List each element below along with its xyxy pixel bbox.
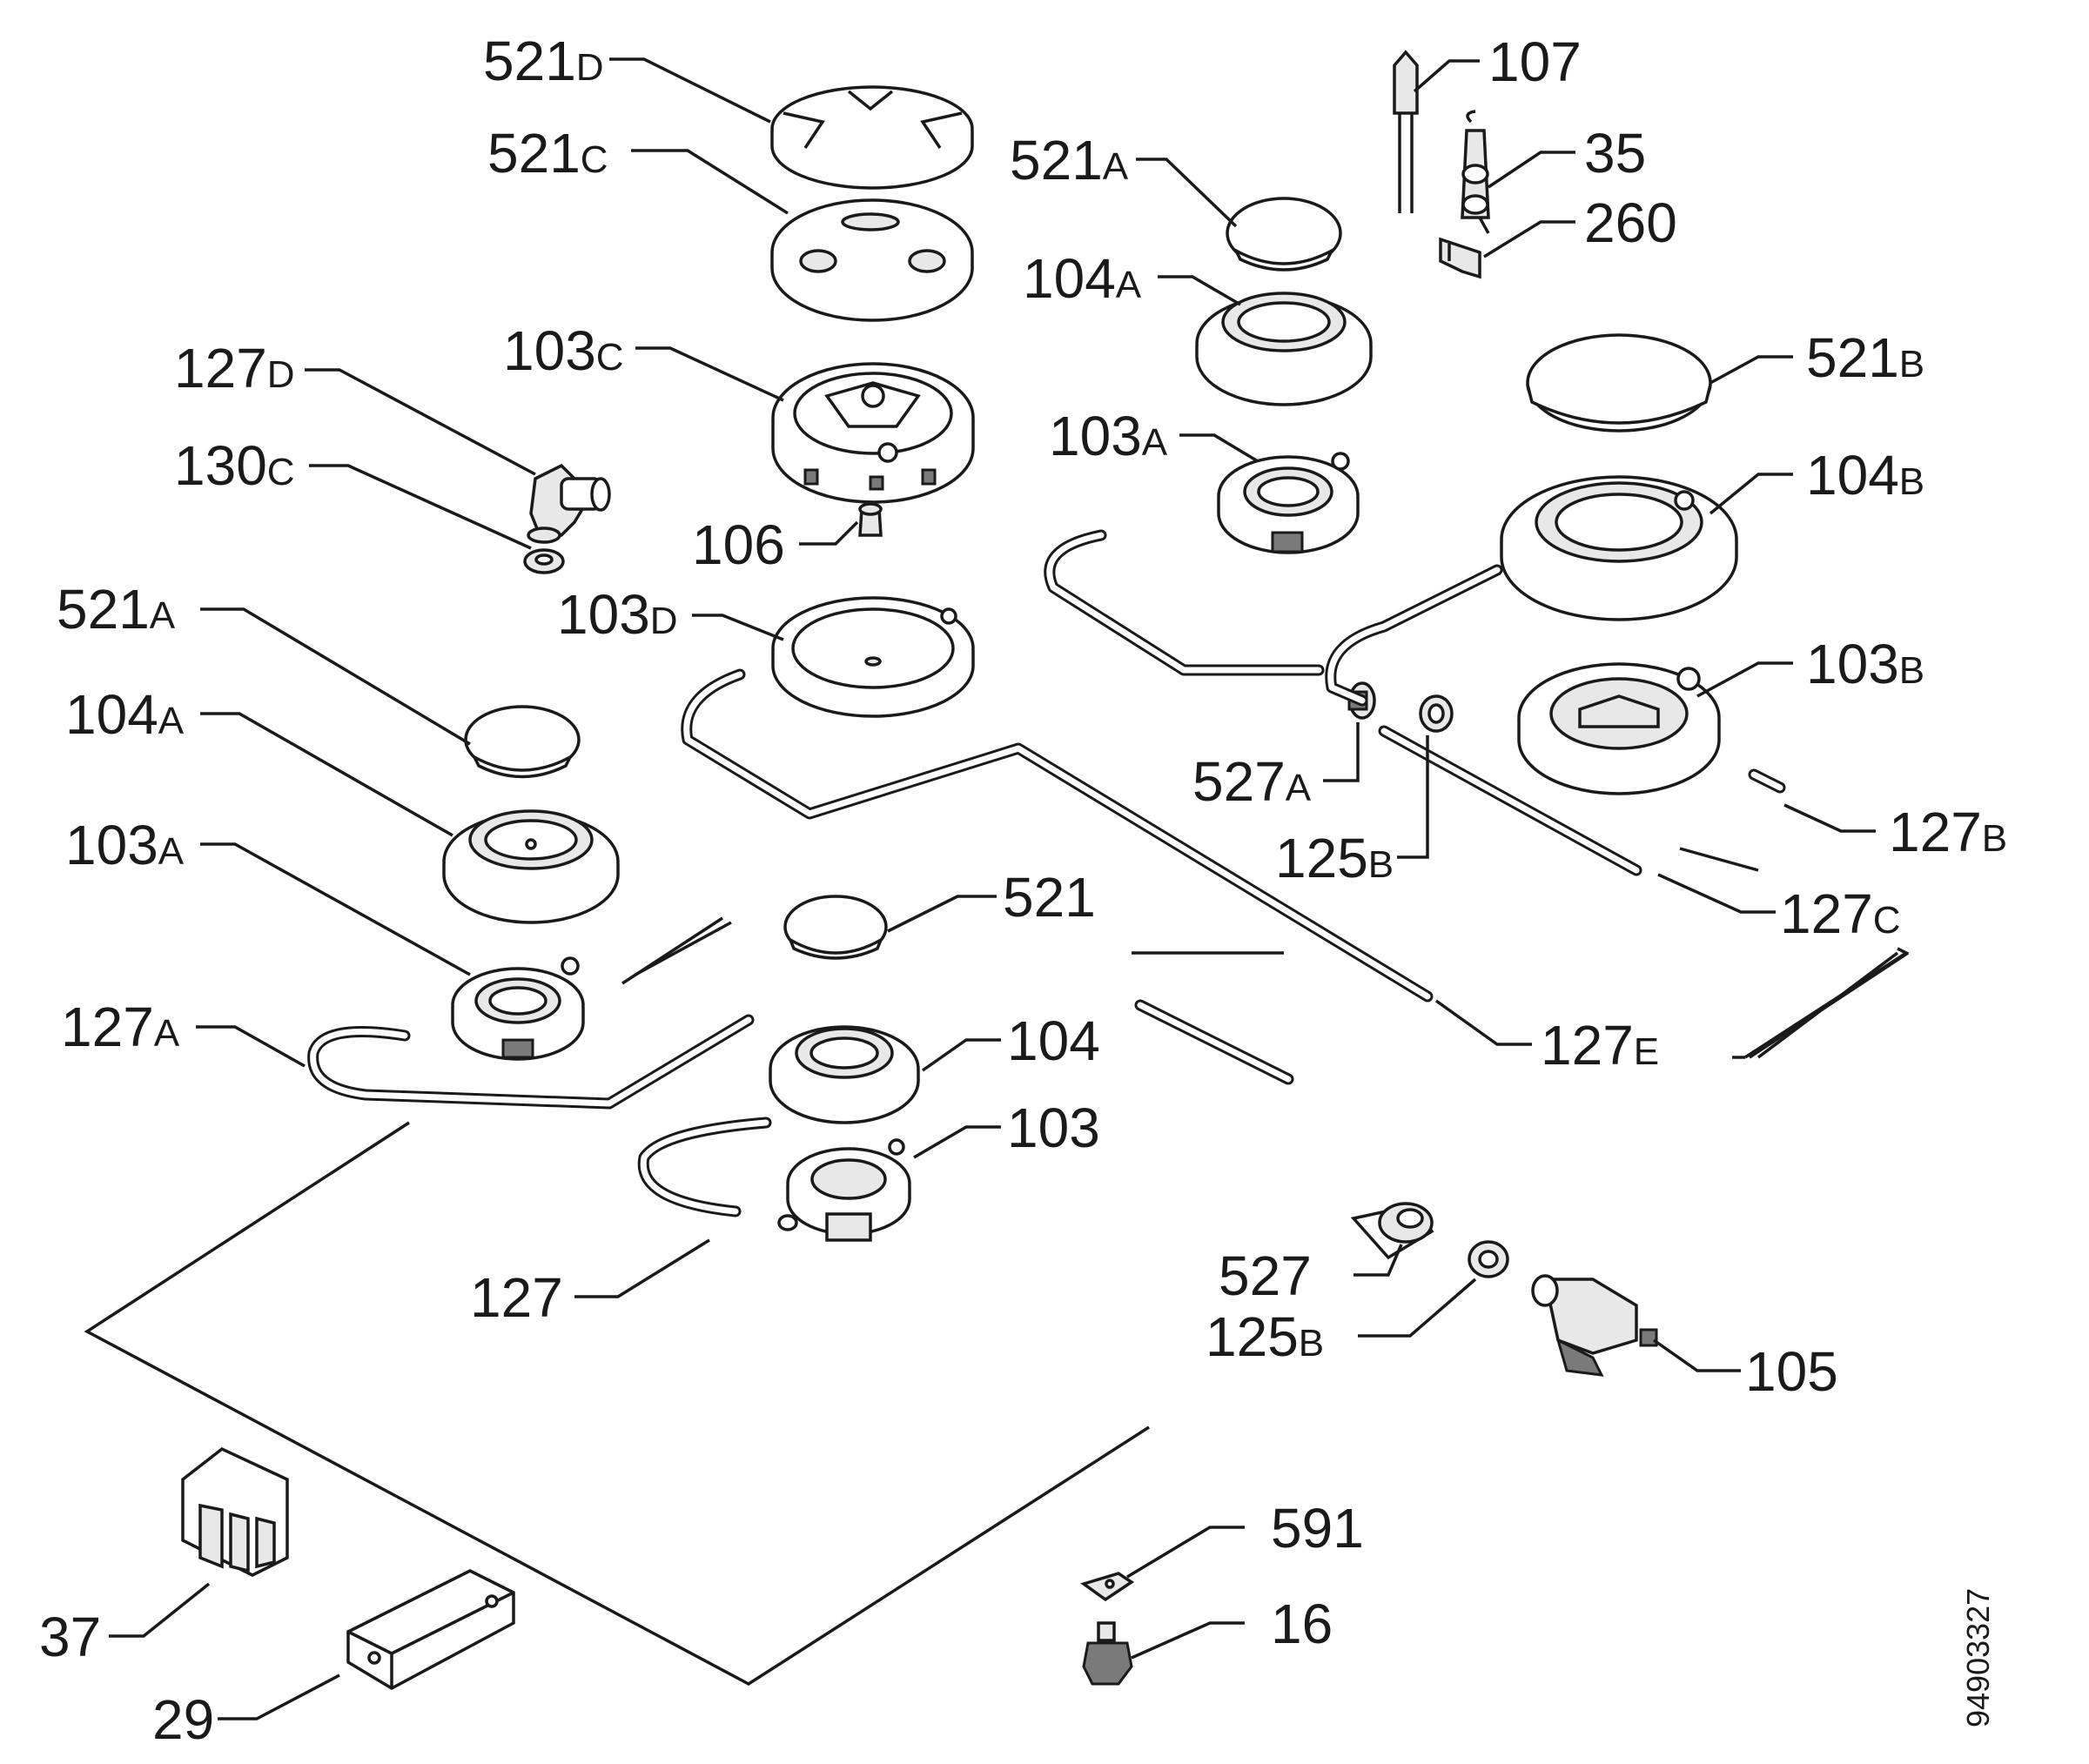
electrode-35: [1461, 110, 1490, 234]
clip-260: [1439, 237, 1481, 279]
label-125b-lower: 125B: [1206, 1305, 1324, 1368]
label-127d: 127D: [174, 337, 295, 399]
label-107: 107: [1488, 30, 1582, 93]
cap-521b: [1526, 333, 1712, 433]
label-37: 37: [39, 1606, 101, 1668]
label-29: 29: [152, 1688, 214, 1751]
burner-103b: [1517, 662, 1721, 795]
label-521a-left: 521A: [57, 578, 176, 641]
label-521: 521: [1003, 866, 1096, 929]
burner-103a-right: [1217, 452, 1360, 554]
washer-130c: [523, 548, 565, 574]
label-104a-right: 104A: [1023, 247, 1142, 310]
spreader-104b: [1500, 475, 1738, 621]
injector-106: [858, 502, 883, 537]
label-130c: 130C: [174, 434, 295, 497]
ignitor-16: [1082, 1621, 1133, 1686]
ring-103d: [771, 596, 975, 718]
part-labels: 521D 521C 103C 127D 130C 106 103D 521A 1…: [39, 30, 2007, 1751]
label-104b: 104B: [1806, 444, 1924, 506]
burner-103: [777, 1138, 911, 1242]
label-105: 105: [1745, 1340, 1838, 1403]
label-527a: 527A: [1192, 750, 1312, 813]
cap-521: [783, 895, 888, 960]
nut-125b-lower: [1468, 1240, 1509, 1278]
spreader-104: [769, 1025, 920, 1124]
switch-37: [181, 1446, 289, 1577]
cap-521d: [770, 85, 974, 190]
label-103d: 103D: [557, 583, 678, 646]
label-104: 104: [1007, 1009, 1100, 1072]
burner-base-103c: [771, 362, 975, 504]
clip-591: [1080, 1572, 1135, 1602]
label-103a-right: 103A: [1049, 405, 1168, 467]
label-591: 591: [1271, 1497, 1364, 1559]
label-35: 35: [1584, 122, 1646, 184]
cap-521a-left: [464, 705, 581, 779]
label-127b: 127B: [1889, 801, 2007, 863]
label-103b: 103B: [1806, 633, 1924, 695]
label-103: 103: [1007, 1097, 1100, 1159]
label-521b: 521B: [1806, 326, 1924, 389]
cap-521a-right: [1226, 197, 1342, 272]
ring-527: [1350, 1202, 1434, 1260]
cap-521c: [770, 198, 974, 322]
label-103c: 103C: [503, 319, 624, 382]
label-260: 260: [1584, 191, 1677, 254]
label-103a-left: 103A: [65, 814, 185, 876]
document-id: 94903327: [1960, 1588, 1996, 1727]
label-106: 106: [692, 513, 785, 576]
label-127c: 127C: [1780, 882, 1901, 945]
burner-103a-left: [451, 956, 585, 1061]
label-104a-left: 104A: [65, 683, 185, 746]
leader-lines: [109, 57, 1876, 1720]
label-521c: 521C: [487, 122, 608, 184]
label-521a-right: 521A: [1010, 129, 1129, 191]
valve-105: [1531, 1274, 1658, 1377]
label-521d: 521D: [483, 30, 604, 92]
label-125b-upper: 125B: [1275, 827, 1394, 889]
label-527: 527: [1219, 1244, 1312, 1307]
bracket-29: [346, 1569, 515, 1691]
elbow-127d: [527, 463, 611, 544]
label-16: 16: [1271, 1593, 1333, 1655]
nut-125b-upper: [1419, 694, 1454, 733]
label-127e: 127E: [1541, 1014, 1659, 1077]
hob-outline: [84, 847, 1910, 1687]
label-127: 127: [470, 1266, 563, 1329]
spreader-104a-left: [442, 809, 620, 924]
spreader-104a-right: [1195, 292, 1373, 406]
thermocouple-107: [1393, 50, 1419, 213]
label-127a: 127A: [61, 996, 180, 1058]
